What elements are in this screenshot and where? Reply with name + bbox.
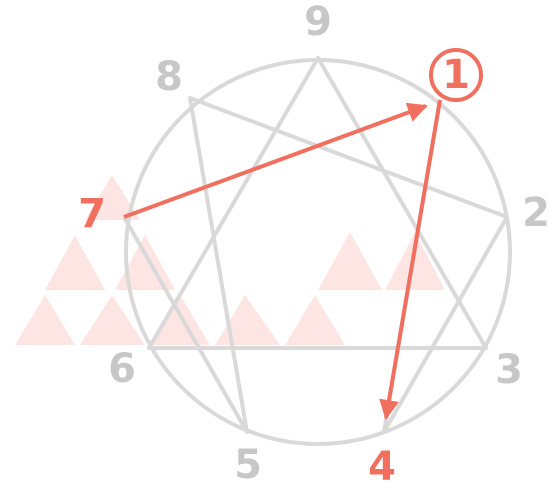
enneagram-circle xyxy=(126,60,510,444)
label-9: 9 xyxy=(304,0,332,45)
label-2: 2 xyxy=(522,190,550,236)
label-7: 7 xyxy=(78,191,106,237)
arrow-7-to-1 xyxy=(124,106,426,217)
label-6: 6 xyxy=(108,346,136,392)
label-4: 4 xyxy=(368,444,396,486)
label-3: 3 xyxy=(495,347,523,393)
arrow-1-to-4 xyxy=(386,100,440,418)
label-8: 8 xyxy=(155,54,183,100)
label-5: 5 xyxy=(234,442,262,486)
label-1: 1 xyxy=(442,52,470,98)
